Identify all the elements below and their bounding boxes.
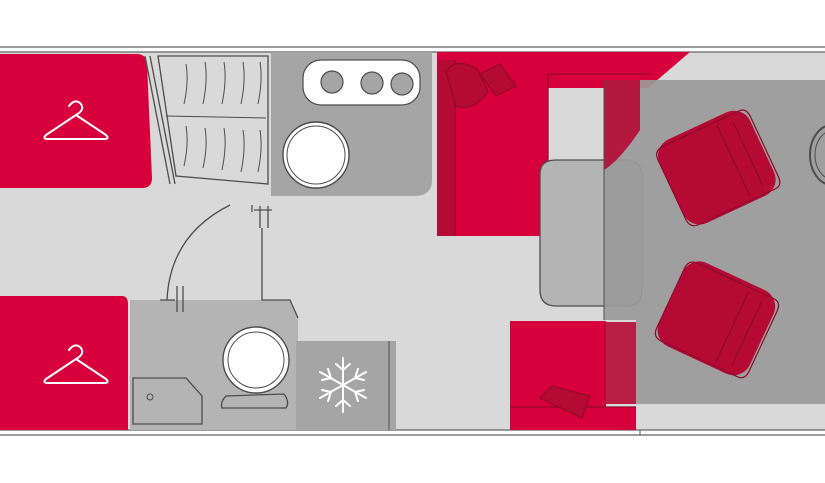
bathroom (130, 204, 299, 430)
toilet (220, 393, 289, 409)
sink (282, 121, 350, 189)
cushion-icon (538, 385, 591, 419)
steering-wheel (809, 125, 825, 185)
cushion-icon (445, 62, 517, 108)
shelving-unit (144, 55, 269, 185)
wardrobe-bottom (0, 296, 128, 430)
hob-burner (390, 72, 414, 96)
driver-seat (656, 109, 781, 227)
wardrobe-top (0, 54, 152, 188)
hob-burner (360, 71, 384, 95)
hob-burner (320, 70, 344, 94)
dinette-bench-top (437, 52, 690, 236)
coat-hanger-icon (43, 100, 109, 140)
snowflake-icon (319, 357, 367, 413)
coat-hanger-icon (43, 344, 109, 384)
passenger-seat (654, 261, 780, 379)
fridge (296, 341, 396, 430)
kitchen-counter (271, 52, 432, 196)
